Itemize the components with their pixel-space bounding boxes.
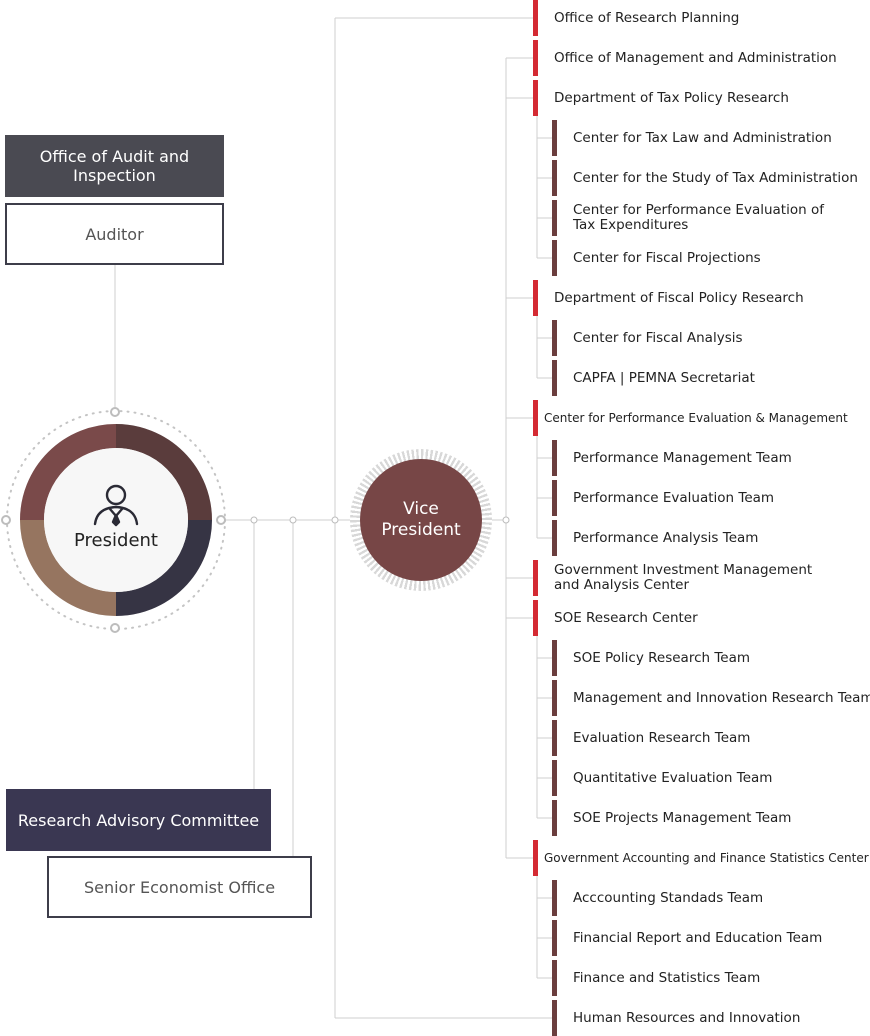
vice-president-node[interactable]: Vice President [360, 459, 482, 581]
org-unit-label: Quantitative Evaluation Team [573, 769, 773, 786]
org-unit-label: Finance and Statistics Team [573, 969, 761, 986]
org-unit-label: Office of Management and Administration [554, 49, 837, 66]
org-unit[interactable]: Government Investment Management and Ana… [533, 560, 812, 596]
org-unit[interactable]: Center for Performance Evaluation & Mana… [533, 400, 848, 436]
auditor-box[interactable]: Auditor [5, 203, 224, 265]
audit-office-box[interactable]: Office of Audit and Inspection [5, 135, 224, 197]
org-unit[interactable]: Government Accounting and Finance Statis… [533, 840, 869, 876]
org-unit-label: Center for the Study of Tax Administrati… [573, 169, 858, 186]
org-unit-label: Evaluation Research Team [573, 729, 751, 746]
person-icon [93, 484, 139, 527]
advisory-committee-box[interactable]: Research Advisory Committee [6, 789, 271, 851]
senior-economist-box[interactable]: Senior Economist Office [47, 856, 312, 918]
org-sub-unit[interactable]: Center for the Study of Tax Administrati… [552, 160, 858, 196]
org-sub-unit[interactable]: Financial Report and Education Team [552, 920, 822, 956]
org-sub-unit[interactable]: Evaluation Research Team [552, 720, 750, 756]
president-ring[interactable] [0, 404, 232, 636]
org-sub-unit[interactable]: Performance Analysis Team [552, 520, 758, 556]
org-unit-label: Performance Management Team [573, 449, 792, 466]
org-sub-unit[interactable]: Acccounting Standads Team [552, 880, 763, 916]
org-unit-label: Performance Analysis Team [573, 529, 759, 546]
vice-president-label: Vice President [381, 499, 461, 540]
org-sub-unit[interactable]: Center for Performance Evaluation of Tax… [552, 200, 824, 236]
org-unit-label: Office of Research Planning [554, 9, 740, 26]
org-unit-label: Government Accounting and Finance Statis… [544, 850, 869, 865]
advisory-committee-label: Research Advisory Committee [17, 810, 260, 830]
org-unit-label: Department of Fiscal Policy Research [554, 289, 804, 306]
org-sub-unit[interactable]: Center for Fiscal Projections [552, 240, 761, 276]
org-unit-label: SOE Research Center [554, 609, 698, 626]
org-sub-unit[interactable]: SOE Projects Management Team [552, 800, 791, 836]
org-unit-label: Center for Performance Evaluation of Tax… [573, 202, 824, 233]
org-sub-unit[interactable]: Human Resources and Innovation [552, 1000, 800, 1036]
auditor-label: Auditor [85, 224, 144, 244]
org-unit-label: Department of Tax Policy Research [554, 89, 789, 106]
audit-office-label: Office of Audit and Inspection [39, 147, 190, 185]
org-unit-label: Government Investment Management and Ana… [554, 562, 813, 593]
org-unit[interactable]: Department of Fiscal Policy Research [533, 280, 804, 316]
org-unit[interactable]: Department of Tax Policy Research [533, 80, 789, 116]
org-sub-unit[interactable]: SOE Policy Research Team [552, 640, 750, 676]
org-unit[interactable]: Office of Research Planning [533, 0, 739, 36]
org-sub-unit[interactable]: Center for Fiscal Analysis [552, 320, 743, 356]
org-unit-label: Human Resources and Innovation [573, 1009, 801, 1026]
org-sub-unit[interactable]: Management and Innovation Research Team [552, 680, 870, 716]
org-unit-label: Center for Performance Evaluation & Mana… [544, 410, 848, 425]
org-unit[interactable]: SOE Research Center [533, 600, 698, 636]
org-unit-label: Center for Tax Law and Administration [573, 129, 832, 146]
org-unit-label: Financial Report and Education Team [573, 929, 823, 946]
org-unit-label: Management and Innovation Research Team [573, 689, 870, 706]
org-unit-label: SOE Policy Research Team [573, 649, 751, 666]
org-unit-label: Center for Fiscal Analysis [573, 329, 743, 346]
org-unit[interactable]: Office of Management and Administration [533, 40, 837, 76]
president-label: President [74, 530, 158, 551]
org-sub-unit[interactable]: Center for Tax Law and Administration [552, 120, 832, 156]
senior-economist-label: Senior Economist Office [83, 877, 276, 897]
org-sub-unit[interactable]: Performance Management Team [552, 440, 792, 476]
org-unit-label: Center for Fiscal Projections [573, 249, 761, 266]
org-sub-unit[interactable]: CAPFA | PEMNA Secretariat [552, 360, 755, 396]
org-unit-label: Acccounting Standads Team [573, 889, 764, 906]
org-unit-label: Performance Evaluation Team [573, 489, 775, 506]
org-sub-unit[interactable]: Finance and Statistics Team [552, 960, 760, 996]
org-unit-label: CAPFA | PEMNA Secretariat [573, 369, 755, 386]
org-sub-unit[interactable]: Quantitative Evaluation Team [552, 760, 772, 796]
org-sub-unit[interactable]: Performance Evaluation Team [552, 480, 774, 516]
org-unit-label: SOE Projects Management Team [573, 809, 792, 826]
